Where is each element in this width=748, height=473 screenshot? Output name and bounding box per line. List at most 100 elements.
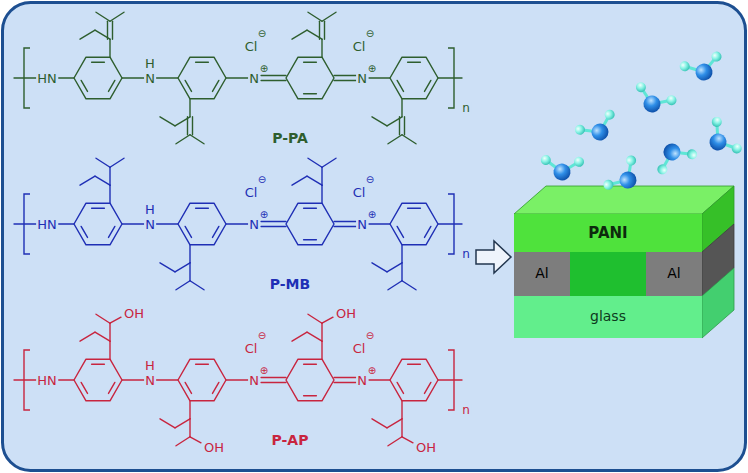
ring [286, 203, 334, 245]
bond-line [96, 158, 110, 167]
bond-line [96, 314, 110, 323]
ring [390, 203, 438, 245]
hydroxyl-label: OH [335, 307, 357, 320]
bond-line [402, 437, 413, 443]
bond-line [307, 176, 322, 185]
chloride-label: Cl [352, 186, 367, 199]
bond-line [402, 281, 416, 290]
ring [390, 57, 438, 99]
bond-line [308, 12, 322, 21]
bond-line [261, 221, 286, 222]
charge-sign: ⊕ [367, 64, 377, 74]
chloride-label: Cl [244, 40, 259, 53]
bond-line [334, 382, 356, 383]
hydroxyl-label: OH [415, 441, 437, 454]
bond-line [308, 158, 322, 167]
bond-line [334, 226, 356, 227]
bond-line [438, 379, 462, 380]
bond-line [81, 80, 87, 91]
layer-label: Al [535, 266, 548, 281]
bond-line [212, 226, 218, 237]
bond-line [397, 382, 403, 393]
repeat-index: n [461, 404, 471, 416]
bond-line [122, 379, 144, 380]
bond-line [81, 226, 87, 237]
bond-line [160, 263, 175, 272]
bond-line [226, 379, 248, 380]
ring [178, 359, 226, 401]
ring [178, 57, 226, 99]
bond-line [324, 21, 325, 39]
bond-line [109, 39, 110, 57]
bond-line [319, 21, 320, 39]
bond-line [401, 401, 402, 419]
chloride-label: Cl [244, 342, 259, 355]
bond-line [307, 332, 322, 341]
bond-line [189, 401, 190, 419]
bond-line [108, 226, 114, 237]
bond-line [192, 117, 193, 135]
bond-line [14, 223, 36, 224]
bond-line [369, 77, 390, 78]
bond-line [190, 281, 204, 290]
bond-line [108, 382, 114, 393]
bond-line [185, 226, 191, 237]
bond-line [408, 208, 421, 209]
bond-line [321, 167, 322, 185]
bond-line [58, 223, 74, 224]
bond-line [156, 379, 178, 380]
bond-line [292, 176, 307, 185]
bond-line [190, 135, 204, 144]
bond-line [160, 419, 175, 428]
ring [178, 203, 226, 245]
bond-line [189, 419, 190, 437]
bond-line [185, 382, 191, 393]
bond-line [196, 62, 209, 63]
pani-layer: PANI [514, 214, 702, 252]
hydrogen-label: H [144, 359, 156, 372]
bond-line [109, 167, 110, 185]
bond-line [334, 221, 356, 222]
al-electrode: Al [514, 252, 570, 296]
al-electrode: Al [646, 252, 702, 296]
charge-sign: ⊖ [257, 331, 267, 341]
bond-line [408, 62, 421, 63]
bond-line [156, 77, 178, 78]
ring [74, 203, 122, 245]
chloride-label: Cl [352, 40, 367, 53]
bond-line [185, 80, 191, 91]
bond-line [397, 80, 403, 91]
bond-line [176, 437, 190, 446]
bond-line [372, 117, 387, 126]
bond-line [110, 12, 124, 21]
bond-line [321, 185, 322, 203]
bond-line [196, 364, 209, 365]
bond-line [292, 30, 307, 39]
bond-line [14, 379, 36, 380]
panel-frame [3, 3, 746, 471]
bond-line [261, 377, 286, 378]
charge-sign: ⊕ [367, 366, 377, 376]
bond-line [110, 317, 121, 323]
charge-sign: ⊕ [259, 210, 269, 220]
bond-line [189, 263, 190, 281]
bond-line [304, 208, 317, 209]
charge-sign: ⊖ [257, 175, 267, 185]
bond-line [160, 117, 175, 126]
bond-line [397, 226, 403, 237]
amine-label: HN [36, 72, 58, 85]
bond-line [424, 80, 430, 91]
bond-line [96, 12, 110, 21]
ring [286, 57, 334, 99]
layer-label: Al [667, 266, 680, 281]
bond-line [196, 208, 209, 209]
bond-line [261, 75, 286, 76]
bond-line [304, 395, 317, 396]
bond-line [438, 77, 462, 78]
charge-sign: ⊕ [259, 64, 269, 74]
bond-line [176, 135, 190, 144]
charge-sign: ⊕ [259, 366, 269, 376]
ring [74, 57, 122, 99]
bond-line [334, 75, 356, 76]
hydroxyl-label: OH [203, 441, 225, 454]
